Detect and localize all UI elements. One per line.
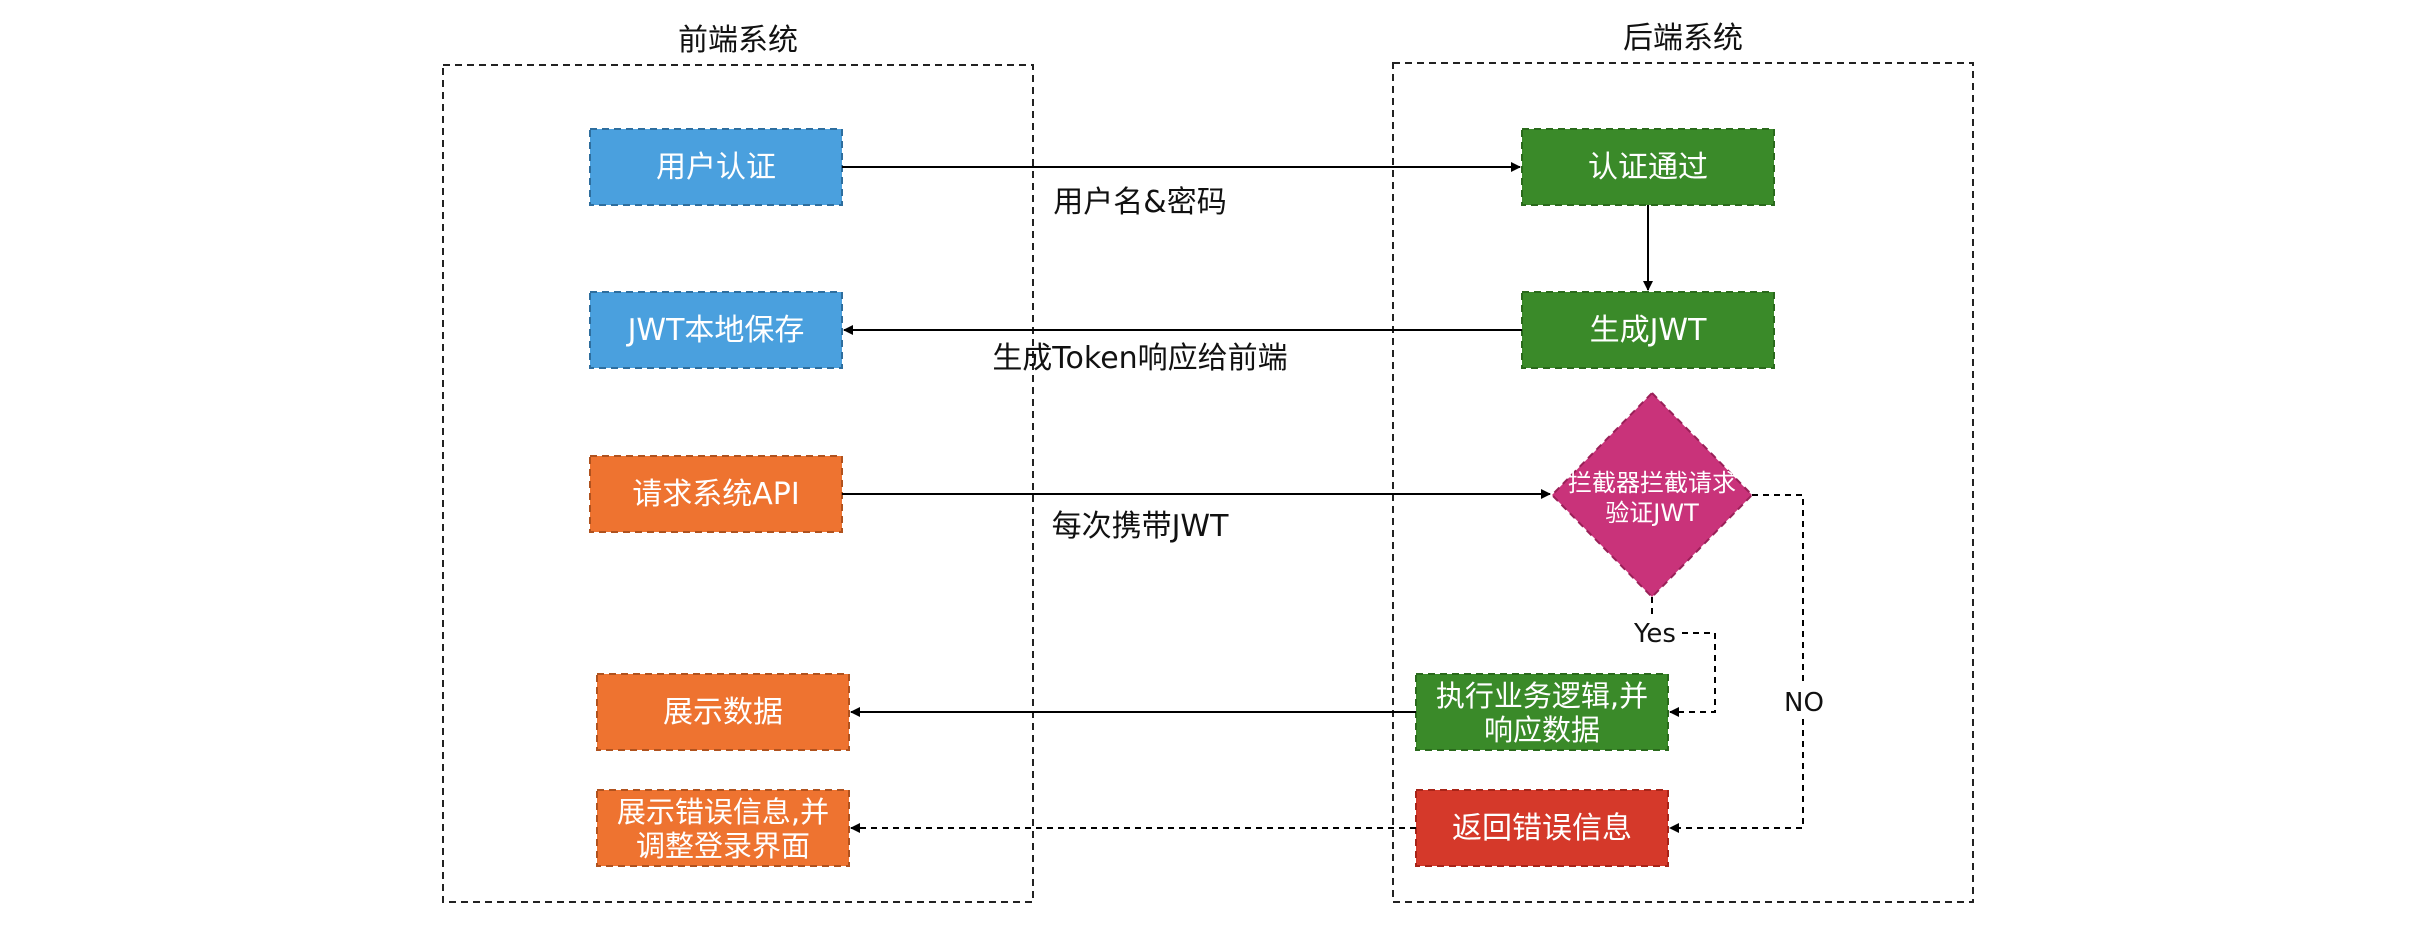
node-gen-jwt: 生成JWT [1521,291,1775,369]
node-jwt-local-save: JWT本地保存 [589,291,843,369]
edge-label-token-response: 生成Token响应给前端 [992,341,1287,376]
node-auth-pass-label: 认证通过 [1588,150,1708,185]
node-request-api-label: 请求系统API [632,477,799,512]
node-show-data: 展示数据 [596,673,850,751]
node-show-error: 展示错误信息,并 调整登录界面 [596,789,850,867]
node-exec-business: 执行业务逻辑,并 响应数据 [1415,673,1669,751]
node-show-error-label-line1: 展示错误信息,并 [617,795,829,829]
node-exec-business-label-line2: 响应数据 [1484,713,1600,747]
node-interceptor-label-line1: 拦截器拦截请求 [1568,469,1736,497]
edge-yes-label-bg [1628,616,1682,648]
node-show-error-label-line2: 调整登录界面 [636,829,810,863]
node-return-error-label: 返回错误信息 [1452,811,1632,846]
node-interceptor-decision: 拦截器拦截请求 验证JWT [1550,391,1754,599]
edge-label-no: NO [1784,688,1824,718]
node-user-auth: 用户认证 [589,128,843,206]
node-request-api: 请求系统API [589,455,843,533]
node-jwt-local-save-label: JWT本地保存 [626,313,805,348]
frontend-container [442,64,1034,903]
backend-container [1392,62,1974,903]
frontend-title: 前端系统 [678,23,798,58]
backend-title: 后端系统 [1623,21,1743,56]
edge-label-yes: Yes [1633,619,1676,649]
node-auth-pass: 认证通过 [1521,128,1775,206]
node-show-data-label: 展示数据 [663,695,783,730]
node-interceptor-label-line2: 验证JWT [1605,499,1699,527]
node-return-error: 返回错误信息 [1415,789,1669,867]
node-exec-business-label-line1: 执行业务逻辑,并 [1436,679,1648,713]
edge-label-username-password: 用户名&密码 [1053,185,1226,220]
edge-label-carry-jwt: 每次携带JWT [1052,509,1230,544]
edge-no-label-bg [1781,685,1827,717]
node-gen-jwt-label: 生成JWT [1590,313,1708,348]
node-user-auth-label: 用户认证 [656,150,776,185]
edge-interceptor-no-to-return-error [1669,494,1804,833]
